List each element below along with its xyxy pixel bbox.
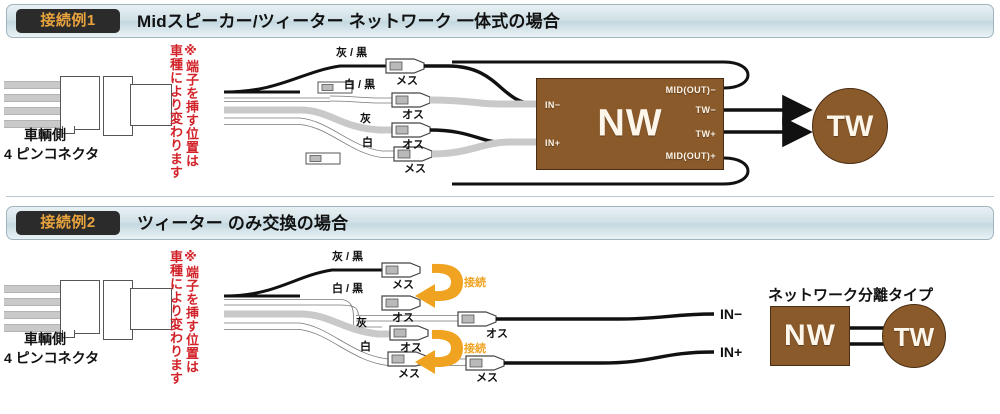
connect-arrow-label-2: 接続 xyxy=(464,343,486,355)
connector-1-caption-line2: 4 ピンコネクタ xyxy=(4,146,100,162)
connector-notch xyxy=(62,126,75,134)
connector-pin xyxy=(4,107,62,115)
wire-label-1-4: 白 xyxy=(362,137,373,149)
port-tw-minus: TW− xyxy=(695,105,716,115)
connect-arrow-label-1: 接続 xyxy=(464,277,486,289)
wire-label-1-3: 灰 xyxy=(360,113,371,125)
connector-2-caption-line1: 車輌側 xyxy=(24,331,66,347)
section-2-badge: 接続例2 xyxy=(16,211,120,235)
connector-pin xyxy=(4,311,62,319)
port-in-plus: IN+ xyxy=(545,138,561,148)
tweeter-speaker-2-label: TW xyxy=(893,322,935,352)
wire-label-1-1: 灰 / 黒 xyxy=(336,47,368,59)
terminal-label-1-1: メス xyxy=(396,75,418,87)
terminal-label-2-2: オス xyxy=(392,312,414,324)
section-2-badge-label: 接続例2 xyxy=(40,214,96,231)
section-1-badge-label: 接続例1 xyxy=(40,12,96,29)
section-2-header: 接続例2 ツィーター のみ交換の場合 xyxy=(6,206,994,240)
terminal-label-2-4: メス xyxy=(398,368,420,380)
connector-housing-mid xyxy=(103,76,133,136)
connector-pin xyxy=(4,94,62,102)
caution-note-2-col-right: ※端子を挿す位置は xyxy=(184,250,199,374)
tweeter-speaker-1: TW xyxy=(812,88,888,164)
port-mid-out-plus: MID(OUT)+ xyxy=(665,151,716,161)
vehicle-connector-2 xyxy=(4,280,172,340)
network-module-1: NW IN− IN+ MID(OUT)− TW− TW+ MID(OUT)+ xyxy=(536,78,724,170)
extra-terminal-label-1: オス xyxy=(486,328,508,340)
wire-label-2-1: 灰 / 黒 xyxy=(332,251,364,263)
caution-note-1: ※端子を挿す位置は 車種により変わります xyxy=(168,44,199,194)
connector-housing-end xyxy=(130,84,172,126)
section-1-header: 接続例1 Midスピーカー/ツィーター ネットワーク 一体式の場合 xyxy=(6,4,994,38)
connector-housing xyxy=(60,76,100,130)
input-label-in-plus: IN+ xyxy=(720,344,743,360)
connector-housing xyxy=(60,280,100,334)
caution-note-1-col-right: ※端子を挿す位置は xyxy=(184,44,199,168)
connector-housing-mid xyxy=(103,280,133,340)
tweeter-speaker-2: TW xyxy=(882,304,946,368)
section-2-title: ツィーター のみ交換の場合 xyxy=(137,214,349,233)
connector-1-caption-line1: 車輌側 xyxy=(24,127,66,143)
section-1-title: Midスピーカー/ツィーター ネットワーク 一体式の場合 xyxy=(137,12,561,31)
terminal-label-1-4: メス xyxy=(404,163,426,175)
connector-housing-end xyxy=(130,288,172,330)
terminal-label-2-1: メス xyxy=(392,279,414,291)
connector-pin xyxy=(4,285,62,293)
connector-2-caption-line2: 4 ピンコネクタ xyxy=(4,350,100,366)
network-module-2-name: NW xyxy=(784,319,836,352)
separate-type-caption: ネットワーク分離タイプ xyxy=(768,287,934,304)
caution-note-2: ※端子を挿す位置は 車種により変わります xyxy=(168,250,199,400)
caution-note-2-col-left: 車種により変わります xyxy=(168,250,183,385)
network-module-2: NW xyxy=(770,306,850,366)
terminal-label-2-3: オス xyxy=(400,342,422,354)
vehicle-connector-1 xyxy=(4,76,172,136)
port-in-minus: IN− xyxy=(545,100,561,110)
connector-pin xyxy=(4,298,62,306)
connector-notch xyxy=(62,330,75,338)
terminal-label-1-2: オス xyxy=(402,109,424,121)
wire-label-1-2: 白 / 黒 xyxy=(344,79,376,91)
tweeter-speaker-1-label: TW xyxy=(826,110,874,143)
caution-note-1-col-left: 車種により変わります xyxy=(168,44,183,179)
connector-pin xyxy=(4,120,62,128)
connector-pin xyxy=(4,81,62,89)
network-module-1-name: NW xyxy=(597,102,663,145)
connector-pin xyxy=(4,324,62,332)
extra-terminal-label-2: メス xyxy=(476,372,498,384)
port-tw-plus: TW+ xyxy=(695,129,716,139)
wire-label-2-4: 白 xyxy=(360,341,371,353)
section-1-badge: 接続例1 xyxy=(16,9,120,33)
wire-label-2-2: 白 / 黒 xyxy=(332,283,364,295)
wire-label-2-3: 灰 xyxy=(356,317,367,329)
section-divider xyxy=(6,196,994,197)
input-label-in-minus: IN− xyxy=(720,306,743,322)
port-mid-out-minus: MID(OUT)− xyxy=(665,85,716,95)
terminal-label-1-3: オス xyxy=(402,139,424,151)
